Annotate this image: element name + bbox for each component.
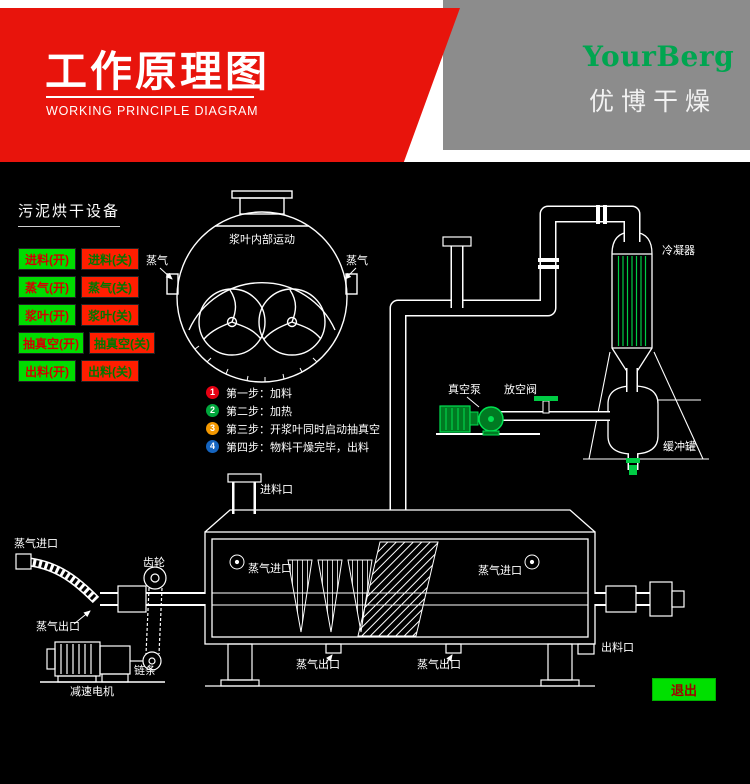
vacuum-off-button[interactable]: 抽真空(关) bbox=[89, 332, 155, 354]
paddle-wheel-right bbox=[258, 288, 326, 356]
feed-on-button[interactable]: 进料(开) bbox=[18, 248, 76, 270]
equipment-title: 污泥烘干设备 bbox=[18, 200, 121, 227]
button-row-discharge: 出料(开) 出料(关) bbox=[18, 360, 155, 382]
step-number-badge: 2 bbox=[206, 404, 219, 417]
button-row-vacuum: 抽真空(开) 抽真空(关) bbox=[18, 332, 155, 354]
condenser-tubes bbox=[612, 253, 652, 349]
buffer-tank-label: 缓冲罐 bbox=[663, 439, 696, 453]
scada-panel: 浆叶内部运动 蒸气 蒸气 冷凝器 缓冲罐 真空泵 放空阀 进料口 蒸气进口 蒸气… bbox=[0, 162, 750, 784]
feed-inlet-label: 进料口 bbox=[260, 482, 293, 496]
paddle-off-button[interactable]: 浆叶(关) bbox=[81, 304, 139, 326]
step-number-badge: 4 bbox=[206, 440, 219, 453]
mixer-motion-label: 浆叶内部运动 bbox=[229, 232, 295, 246]
gear-motor-body bbox=[40, 641, 165, 683]
page-subtitle: WORKING PRINCIPLE DIAGRAM bbox=[46, 104, 259, 118]
buffer-tank bbox=[607, 385, 659, 455]
button-row-paddle: 浆叶(开) 浆叶(关) bbox=[18, 304, 155, 326]
brand-logo: YourBerg bbox=[583, 40, 735, 73]
discharge-stub bbox=[577, 643, 595, 655]
steam-outlet-left-label: 蒸气出口 bbox=[36, 619, 80, 633]
step-item: 2 第二步：加热 bbox=[206, 404, 380, 418]
paddle-wheel-left bbox=[198, 288, 266, 356]
rotor bbox=[212, 541, 588, 637]
supports bbox=[205, 643, 595, 687]
left-drive bbox=[15, 553, 207, 683]
steam-inlet-right-label: 蒸气进口 bbox=[478, 563, 522, 577]
mixer-cutaway bbox=[159, 190, 358, 383]
step-text: 第三步：开浆叶同时启动抽真空 bbox=[226, 423, 380, 436]
vent-valve-handle bbox=[534, 396, 558, 401]
step-number-badge: 3 bbox=[206, 422, 219, 435]
steam-outlet-bottom2-label: 蒸气出口 bbox=[417, 657, 461, 671]
step-item: 1 第一步：加料 bbox=[206, 386, 380, 400]
steam-right-label: 蒸气 bbox=[346, 253, 368, 267]
control-buttons: 进料(开) 进料(关) 蒸气(开) 蒸气(关) 浆叶(开) 浆叶(关) 抽真空(… bbox=[18, 248, 155, 388]
paddle-on-button[interactable]: 浆叶(开) bbox=[18, 304, 76, 326]
vacuum-pump-label: 真空泵 bbox=[448, 382, 481, 396]
exit-button[interactable]: 退出 bbox=[652, 678, 716, 701]
jacket-hatch bbox=[194, 345, 318, 382]
discharge-on-button[interactable]: 出料(开) bbox=[18, 360, 76, 382]
step-text: 第一步：加料 bbox=[226, 387, 292, 400]
step-text: 第二步：加热 bbox=[226, 405, 292, 418]
steam-on-button[interactable]: 蒸气(开) bbox=[18, 276, 76, 298]
gear-motor-label: 减速电机 bbox=[70, 684, 114, 698]
brand-panel: YourBerg 优博干燥 bbox=[443, 0, 750, 150]
vent-valve-label: 放空阀 bbox=[504, 382, 537, 396]
title-rule bbox=[46, 96, 254, 98]
steam-inlet-main-label: 蒸气进口 bbox=[14, 536, 58, 550]
right-drive bbox=[593, 581, 685, 617]
vacuum-pump bbox=[436, 396, 612, 436]
steam-outlet-bottom1-label: 蒸气出口 bbox=[296, 657, 340, 671]
button-row-feed: 进料(开) 进料(关) bbox=[18, 248, 155, 270]
buffer-tank-drain bbox=[626, 452, 640, 475]
title-banner: 工作原理图 WORKING PRINCIPLE DIAGRAM bbox=[0, 8, 460, 162]
steam-inlet-left-label: 蒸气进口 bbox=[248, 561, 292, 575]
step-item: 4 第四步：物料干燥完毕，出料 bbox=[206, 440, 380, 454]
feed-off-button[interactable]: 进料(关) bbox=[81, 248, 139, 270]
condenser-label: 冷凝器 bbox=[662, 243, 695, 257]
condenser-stand bbox=[583, 351, 709, 460]
step-text: 第四步：物料干燥完毕，出料 bbox=[226, 441, 369, 454]
process-steps: 1 第一步：加料 2 第二步：加热 3 第三步：开浆叶同时启动抽真空 4 第四步… bbox=[206, 386, 380, 458]
chain-strand bbox=[145, 587, 150, 655]
button-row-steam: 蒸气(开) 蒸气(关) bbox=[18, 276, 155, 298]
discharge-outlet-label: 出料口 bbox=[601, 640, 634, 654]
discharge-off-button[interactable]: 出料(关) bbox=[81, 360, 139, 382]
steam-left-label: 蒸气 bbox=[146, 253, 168, 267]
brand-name-cn: 优博干燥 bbox=[589, 88, 718, 116]
gear-sprocket bbox=[143, 566, 167, 590]
chain-strand bbox=[158, 587, 163, 655]
step-number-badge: 1 bbox=[206, 386, 219, 399]
process-diagram: 浆叶内部运动 蒸气 蒸气 冷凝器 缓冲罐 真空泵 放空阀 进料口 蒸气进口 蒸气… bbox=[14, 190, 709, 698]
steam-off-button[interactable]: 蒸气(关) bbox=[81, 276, 139, 298]
vacuum-on-button[interactable]: 抽真空(开) bbox=[18, 332, 84, 354]
gear-label: 齿轮 bbox=[143, 555, 165, 569]
step-item: 3 第三步：开浆叶同时启动抽真空 bbox=[206, 422, 380, 436]
chain-label: 链条 bbox=[134, 663, 156, 677]
steam-outlet-stub bbox=[325, 643, 342, 654]
steam-outlet-stub bbox=[445, 643, 462, 654]
vapor-piping bbox=[389, 205, 641, 512]
page-title: 工作原理图 bbox=[45, 48, 271, 95]
